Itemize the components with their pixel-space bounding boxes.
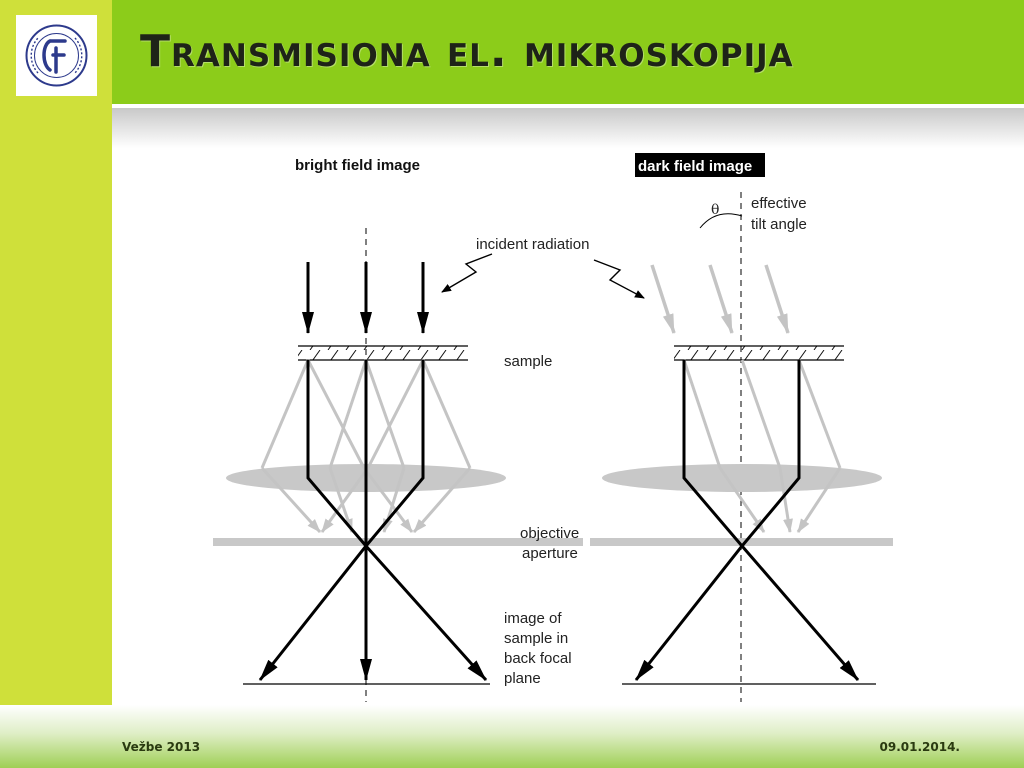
dark-sample-hatch (674, 346, 844, 360)
bright-sample-hatch (298, 346, 468, 360)
left-accent-bar (0, 0, 112, 705)
incident-radiation-label: incident radiation (476, 236, 589, 253)
bright-field-panel (213, 228, 583, 702)
tilt-angle-label-line1: effective (751, 195, 807, 212)
image-label-line1: image of (504, 610, 562, 627)
tilt-angle-label-line2: tilt angle (751, 216, 807, 233)
university-logo (16, 15, 97, 96)
header-divider (112, 104, 1024, 108)
image-label-line4: plane (504, 670, 541, 687)
dark-objective-lens (602, 464, 882, 492)
objective-aperture-label-line2: aperture (522, 545, 578, 562)
dark-transmitted-rays (634, 360, 860, 681)
dark-diffracted-rays (682, 359, 842, 533)
tilt-angle-arc (699, 213, 743, 229)
dark-field-title: dark field image (638, 158, 752, 175)
bright-field-title: bright field image (295, 157, 420, 174)
dark-incident-arrow-right (764, 264, 790, 334)
dark-incident-arrow-left (650, 264, 676, 334)
header-bar (112, 0, 1024, 104)
footer-left-text: Vežbe 2013 (122, 740, 201, 754)
theta-symbol: θ (711, 202, 719, 218)
slide-title: Transmisiona el. mikroskopija (140, 26, 794, 77)
logo-emblem-icon (25, 24, 88, 87)
objective-aperture-label-line1: objective (520, 525, 579, 542)
dark-objective-aperture (590, 538, 893, 546)
incident-pointer-right (593, 259, 645, 299)
footer-date: 09.01.2014. (879, 740, 960, 754)
footer-bar (0, 705, 1024, 768)
dark-field-panel (590, 192, 893, 702)
bright-objective-aperture (213, 538, 583, 546)
dark-field-title-bg (635, 153, 765, 177)
dark-incident-arrow-center (708, 264, 734, 334)
incident-pointer-left (441, 253, 493, 293)
header-shadow (112, 108, 1024, 148)
bright-transmitted-rays (258, 360, 488, 682)
image-label-line2: sample in (504, 630, 568, 647)
image-label-line3: back focal (504, 650, 572, 667)
sample-label: sample (504, 353, 552, 370)
